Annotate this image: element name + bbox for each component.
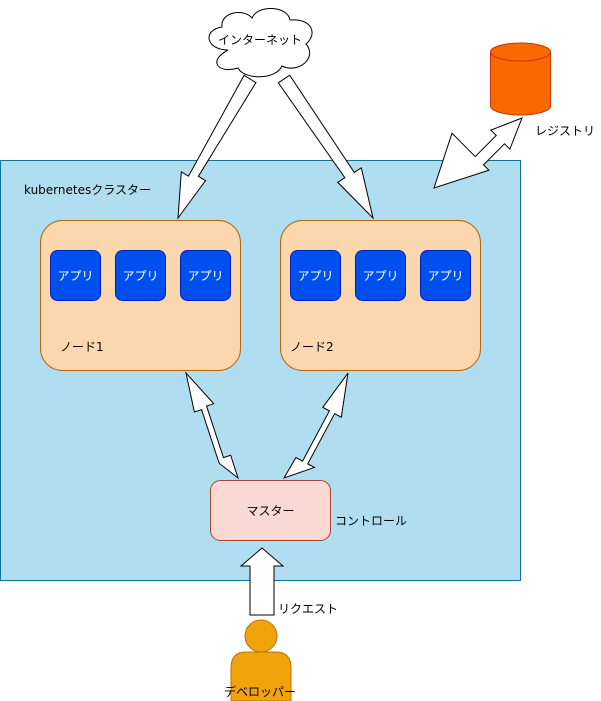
node-1-label: ノード1 xyxy=(60,340,104,354)
developer-label: デベロッパー xyxy=(224,684,296,699)
arrow-internet-to-node2 xyxy=(277,74,374,220)
internet-cloud-icon xyxy=(208,8,313,78)
app-2-2 xyxy=(355,250,406,301)
master-box xyxy=(210,480,331,541)
app-1-1 xyxy=(50,250,101,301)
app-2-1-label: アプリ xyxy=(297,269,333,283)
app-1-2-label: アプリ xyxy=(122,269,158,283)
app-2-1 xyxy=(290,250,341,301)
cluster-label: kubernetesクラスター xyxy=(24,183,151,197)
registry-cylinder-icon xyxy=(490,42,551,116)
arrow-internet-to-node1 xyxy=(177,74,257,220)
registry-label: レジストリ xyxy=(535,124,595,138)
master-label: マスター xyxy=(246,504,294,518)
app-1-2 xyxy=(115,250,166,301)
arrow-node1-master xyxy=(185,371,239,480)
internet-label: インターネット xyxy=(218,33,302,47)
arrow-registry-cluster xyxy=(433,117,523,189)
app-1-3 xyxy=(180,250,231,301)
control-label: コントロール xyxy=(335,514,407,528)
app-2-2-label: アプリ xyxy=(362,269,398,283)
app-1-1-label: アプリ xyxy=(57,269,93,283)
arrow-developer-to-master xyxy=(239,547,285,616)
app-2-3-label: アプリ xyxy=(427,269,463,283)
app-1-3-label: アプリ xyxy=(187,269,223,283)
developer-actor-icon xyxy=(230,619,292,701)
node-2-label: ノード2 xyxy=(290,340,334,354)
arrow-node2-master xyxy=(282,372,349,479)
request-label: リクエスト xyxy=(278,602,338,616)
app-2-3 xyxy=(420,250,471,301)
